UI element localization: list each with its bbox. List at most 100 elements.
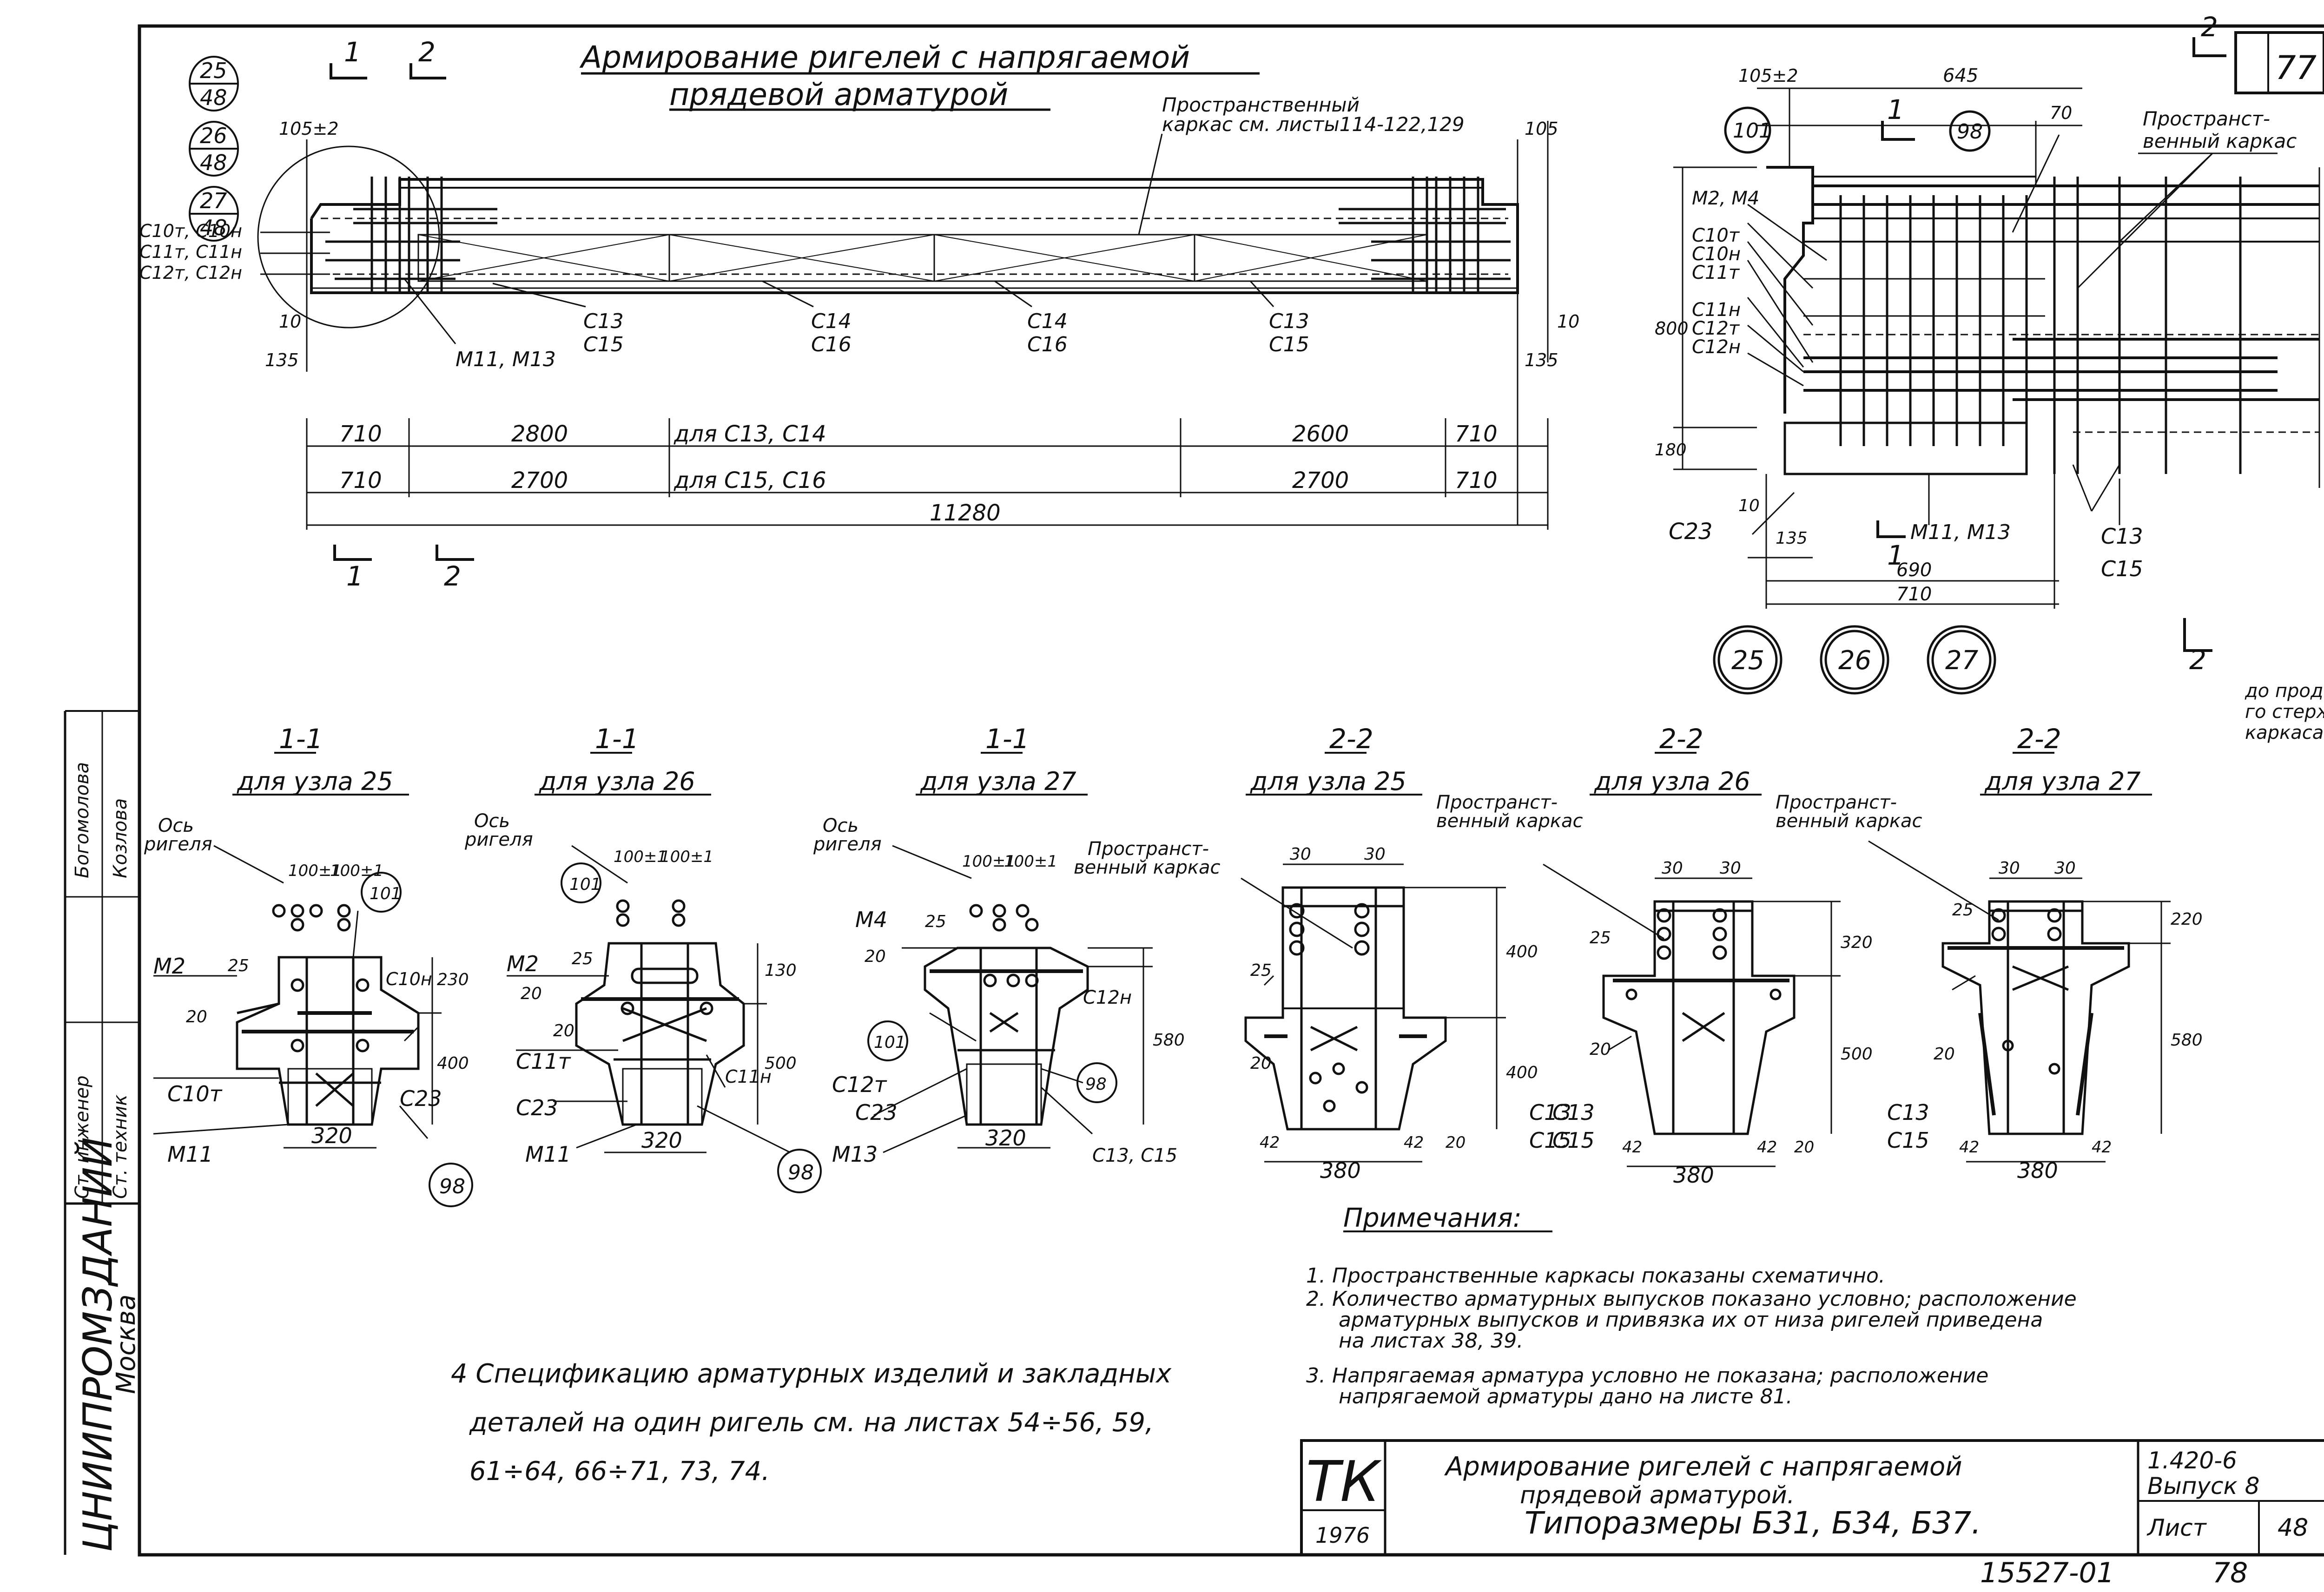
s3-axis-1: Ось <box>823 815 858 836</box>
big-node-26: 26 <box>1838 645 1871 676</box>
cage-note-2: каркас см. листы114-122,129 <box>1162 113 1465 136</box>
detail-m11: М11, М13 <box>1910 520 2011 544</box>
stamp-name-2: Козлова <box>110 798 131 878</box>
s4-d25: 25 <box>1250 961 1272 980</box>
node-27-num: 27 <box>200 188 227 213</box>
s2-d25: 25 <box>572 949 593 968</box>
tb-sheet-label: Лист <box>2146 1514 2207 1541</box>
detail-lbl-2: С10н <box>1692 243 1741 265</box>
s2-m11: М11 <box>525 1142 571 1167</box>
footer-page: 78 <box>2212 1557 2248 1589</box>
s5-d20: 20 <box>1590 1040 1611 1059</box>
s3-axis-2: ригеля <box>813 834 882 855</box>
frame-3-top: С14 <box>1027 309 1068 333</box>
s3-cage-2: венный каркас <box>1074 857 1221 878</box>
s3-c13: С13, С15 <box>1092 1145 1177 1166</box>
s2-c23: С23 <box>516 1095 558 1120</box>
note-2b: арматурных выпусков и привязка их от низ… <box>1339 1308 2043 1332</box>
s2-100b: 100±1 <box>660 848 713 866</box>
s2-axis-1: Ось <box>474 810 510 832</box>
s2-h500: 500 <box>765 1054 797 1073</box>
sheet-frame <box>138 24 2324 1557</box>
dim-total: 11280 <box>930 500 1001 526</box>
s2-w: 320 <box>641 1128 682 1153</box>
section-2-2-node-25 <box>1244 886 1447 1131</box>
s1-w: 320 <box>311 1123 352 1148</box>
view-mark-2d: 2 <box>2189 644 2206 676</box>
view-mark-1b: 1 <box>346 560 363 592</box>
s4-d20: 20 <box>1250 1054 1272 1073</box>
note-2: 2. Количество арматурных выпусков показа… <box>1306 1287 2077 1311</box>
s4-h400b: 400 <box>1506 1063 1538 1082</box>
s2-100a: 100±1 <box>614 848 667 866</box>
s5-d30a: 30 <box>1662 859 1683 878</box>
section-6-sub: для узла 27 <box>1984 767 2141 796</box>
s4-d30b: 30 <box>1364 845 1386 864</box>
s1-d25: 25 <box>228 956 249 975</box>
sheet-number-box <box>2234 31 2324 94</box>
s4-d20b: 20 <box>1446 1133 1466 1152</box>
note-3: 3. Напрягаемая арматура условно не показ… <box>1306 1364 1988 1388</box>
dim-135b: 135 <box>1525 350 1558 370</box>
s6-c13: С13 <box>1887 1100 1929 1125</box>
footer-code: 15527-01 <box>1980 1557 2114 1589</box>
s1-m2: М2 <box>153 954 185 979</box>
section-1-1-node-25 <box>236 904 420 1126</box>
node-27-den: 48 <box>200 215 227 240</box>
s5-d30b: 30 <box>1720 859 1741 878</box>
section-2-title: 1-1 <box>595 723 639 755</box>
section-6-title: 2-2 <box>2017 723 2061 755</box>
s1-c23: С23 <box>400 1086 442 1111</box>
s1-c10n: С10н <box>386 969 432 989</box>
s1-axis-1: Ось <box>158 815 194 836</box>
section-3-title: 1-1 <box>985 723 1030 755</box>
view-mark-2c: 2 <box>2201 11 2218 43</box>
frame-2-top: С14 <box>811 309 852 333</box>
section-1-1-node-26 <box>575 899 745 1126</box>
dim-row1-a: 710 <box>339 421 382 447</box>
s6-d42b: 42 <box>2092 1138 2112 1157</box>
stamp-org: ЦНИИПРОМЗДАНИЙ <box>75 1137 121 1552</box>
s2-axis-2: ригеля <box>464 829 533 850</box>
beam-elevation <box>257 145 1519 329</box>
detail-lbl-0: М2, М4 <box>1692 188 1759 209</box>
s3-node101: 101 <box>874 1033 906 1052</box>
s3-c12t: С12т <box>832 1072 887 1097</box>
tb-title-2: прядевой арматурой. <box>1520 1481 1795 1509</box>
s6-d30a: 30 <box>1999 859 2020 878</box>
tb-title-3: Типоразмеры Б31, Б34, Б37. <box>1525 1505 1981 1541</box>
end-detail-drawing <box>1766 166 2319 475</box>
tb-issue: Выпуск 8 <box>2147 1473 2259 1500</box>
dim-row1-b: 2800 <box>511 421 568 447</box>
s4-d30a: 30 <box>1290 845 1311 864</box>
view-mark-2b: 2 <box>444 560 461 592</box>
frame-3-bot: С16 <box>1027 333 1068 356</box>
s6-c15: С15 <box>1887 1128 1929 1153</box>
s1-c10t: С10т <box>167 1081 223 1106</box>
dim-row2-e: 710 <box>1455 467 1498 493</box>
detail-c15: С15 <box>2101 556 2143 581</box>
dim-10a: 10 <box>279 311 301 332</box>
s1-m11: М11 <box>167 1142 213 1167</box>
s6-d42a: 42 <box>1959 1138 1979 1157</box>
s6-h220: 220 <box>2171 910 2203 929</box>
s3-100a: 100±1 <box>962 852 1016 871</box>
detail-lbl-6: С12н <box>1692 336 1741 358</box>
s1-node98: 98 <box>439 1175 465 1198</box>
note-4-line3: 61÷64, 66÷71, 73, 74. <box>469 1456 770 1487</box>
tb-title-1: Армирование ригелей с напрягаемой <box>1444 1452 1962 1482</box>
s6-d20: 20 <box>1934 1045 1955 1064</box>
view-mark-1: 1 <box>344 36 361 68</box>
s5-d25: 25 <box>1590 928 1611 947</box>
section-1-1-node-27 <box>924 904 1089 1126</box>
s5-cage-1: Пространст- <box>1436 792 1558 813</box>
s1-100a: 100±1 <box>288 862 342 880</box>
dim-row1-e: 710 <box>1455 421 1498 447</box>
node-98: 98 <box>1957 120 1983 144</box>
detail-lbl-3: С11т <box>1692 262 1740 283</box>
stamp-name-1: Богомолова <box>72 762 93 878</box>
stamp-city: Москва <box>111 1294 141 1394</box>
tb-series: 1.420-6 <box>2147 1447 2237 1474</box>
s3-m13: М13 <box>832 1142 878 1167</box>
